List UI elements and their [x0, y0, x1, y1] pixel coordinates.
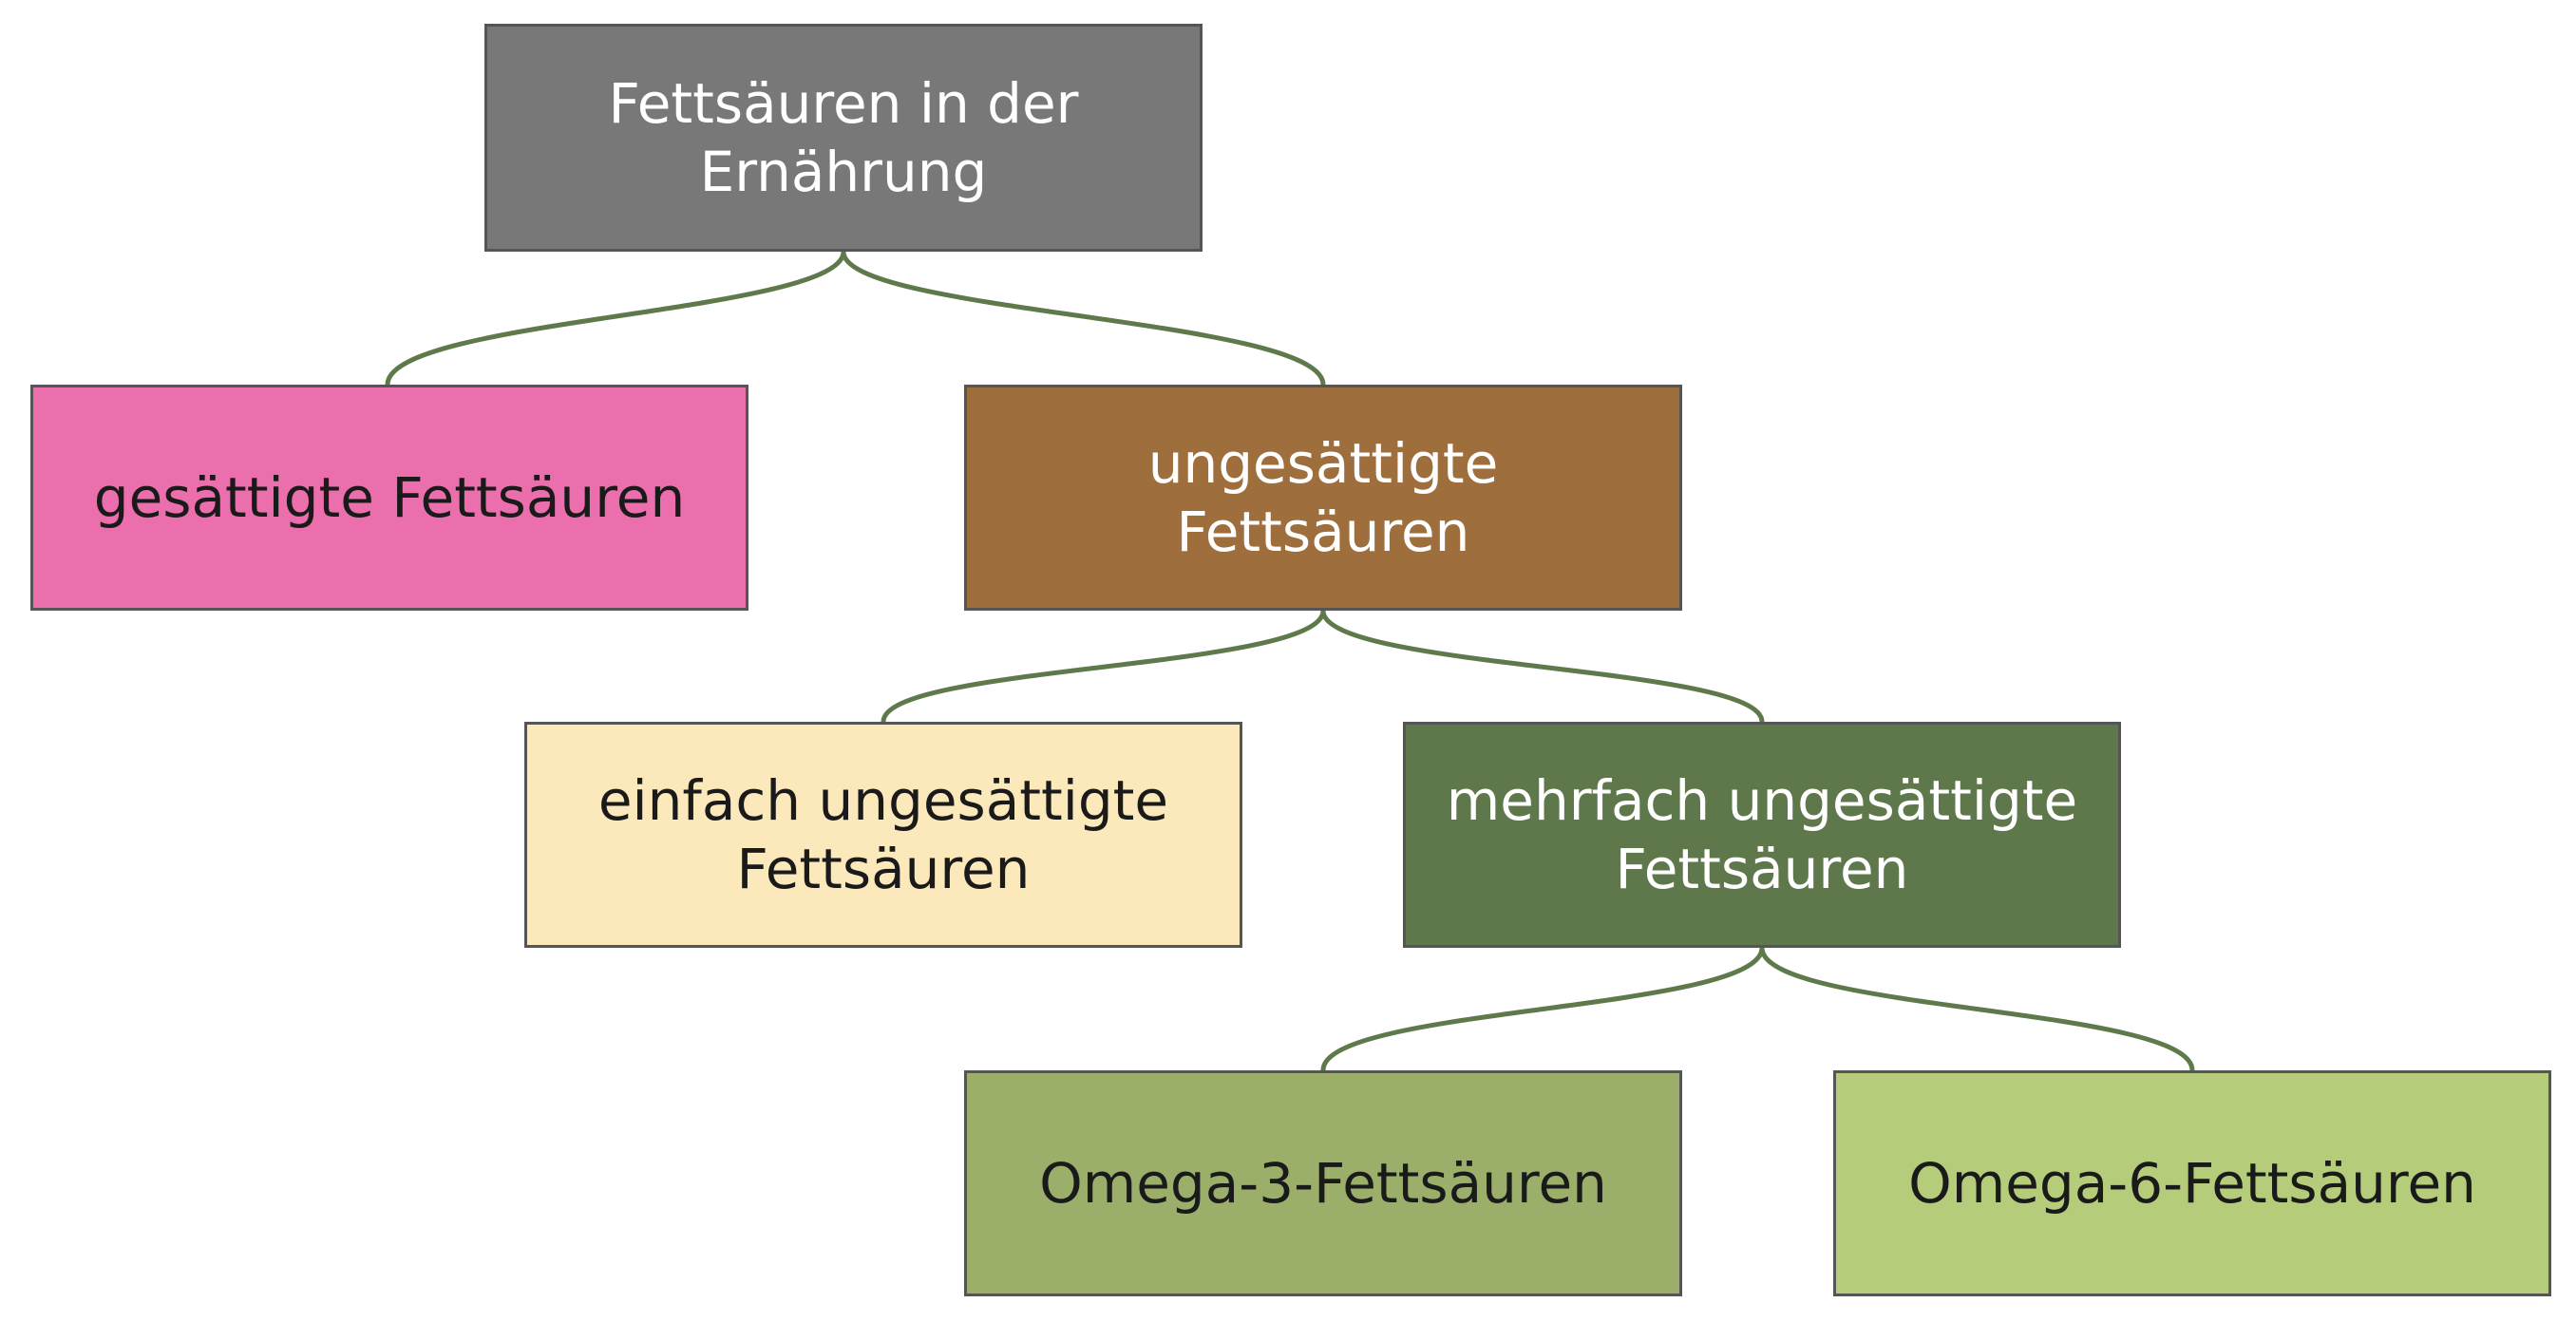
node-fettsaeuren-ernaehrung: Fettsäuren in der Ernährung [484, 24, 1203, 252]
connector-poly-omega6 [1759, 947, 2195, 1071]
connector-unsaturated-mono [881, 610, 1326, 723]
node-gesaettigte-fettsaeuren: gesättigte Fettsäuren [30, 385, 748, 611]
connector-root-saturated [385, 251, 846, 386]
connector-root-unsaturated [841, 251, 1326, 386]
node-omega-6: Omega-6-Fettsäuren [1833, 1070, 2551, 1296]
connector-poly-omega3 [1320, 947, 1765, 1071]
node-omega-3: Omega-3-Fettsäuren [964, 1070, 1682, 1296]
connector-unsaturated-poly [1320, 610, 1765, 723]
node-einfach-ungesaettigte: einfach ungesättigte Fettsäuren [524, 722, 1242, 948]
node-mehrfach-ungesaettigte: mehrfach ungesättigte Fettsäuren [1403, 722, 2121, 948]
node-ungesaettigte-fettsaeuren: ungesättigte Fettsäuren [964, 385, 1682, 611]
